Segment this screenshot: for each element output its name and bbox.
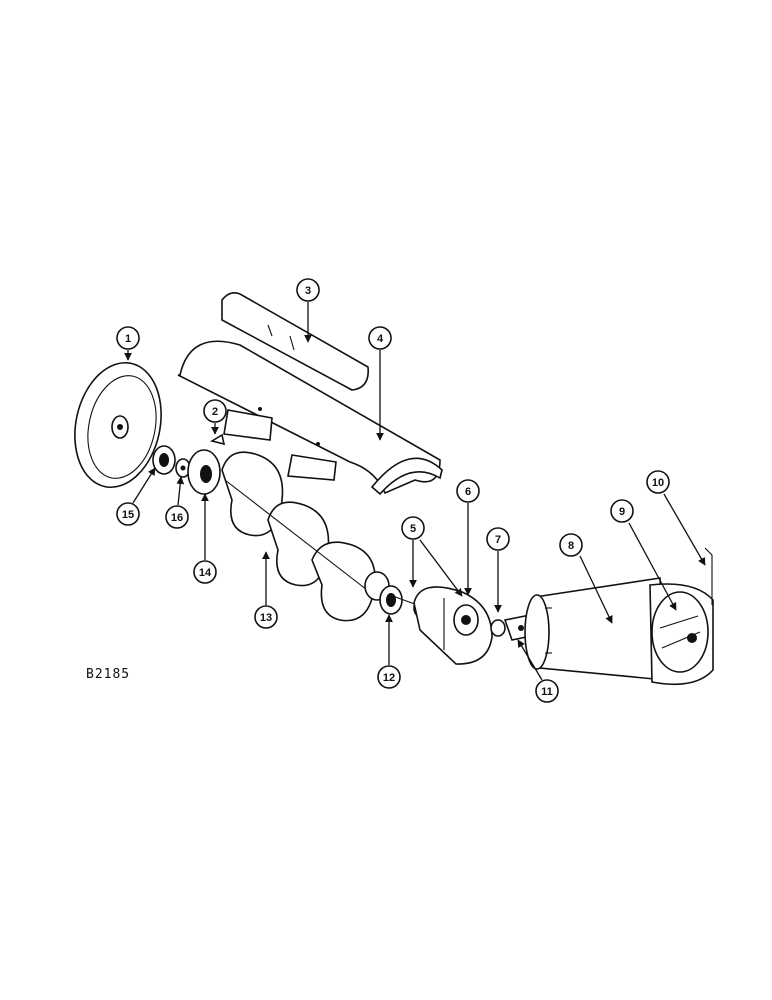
callout-label: 5 <box>410 523 416 535</box>
callout-label: 6 <box>465 486 471 498</box>
callout-label: 12 <box>383 672 395 684</box>
callout-label: 15 <box>122 509 134 521</box>
callout-3: 3 <box>296 278 320 343</box>
callout-11: 11 <box>517 639 559 703</box>
cover-strip-part <box>221 292 369 391</box>
callout-label: 10 <box>652 477 664 489</box>
rod-part <box>704 547 713 605</box>
callout-1: 1 <box>116 326 140 361</box>
callout-13: 13 <box>254 551 278 629</box>
callout-14: 14 <box>193 493 217 584</box>
callout-label: 7 <box>495 534 501 546</box>
figure-code: B2185 <box>86 667 131 682</box>
end-housing-part <box>649 583 714 686</box>
callout-label: 2 <box>212 406 218 418</box>
spout-housing-part <box>413 586 493 665</box>
callout-label: 13 <box>260 612 272 624</box>
callout-10: 10 <box>646 470 706 566</box>
callout-7: 7 <box>486 527 510 613</box>
end-hub-part <box>187 449 221 495</box>
callout-label: 16 <box>171 512 183 524</box>
callout-2: 2 <box>203 399 227 435</box>
trough-shield-part <box>177 340 443 496</box>
callout-9: 9 <box>610 499 677 611</box>
callout-label: 14 <box>199 567 212 579</box>
callout-5: 5 <box>401 516 463 597</box>
callout-6: 6 <box>456 479 480 596</box>
callout-label: 4 <box>377 333 384 345</box>
bolt-part <box>209 433 226 446</box>
callout-12: 12 <box>377 614 401 689</box>
callout-15: 15 <box>116 467 156 526</box>
bearing-part <box>379 585 421 615</box>
callout-label: 9 <box>619 506 625 518</box>
callout-label: 8 <box>568 540 574 552</box>
seal-ring-part <box>490 619 506 637</box>
callout-16: 16 <box>165 476 189 529</box>
flange-bearing-part <box>152 445 176 475</box>
callout-label: 11 <box>541 686 553 698</box>
tube-part <box>524 577 666 681</box>
pulley-part <box>74 361 162 489</box>
callout-4: 4 <box>368 326 392 441</box>
callout-label: 1 <box>125 333 131 345</box>
callout-label: 3 <box>305 285 311 297</box>
callout-8: 8 <box>559 533 613 624</box>
